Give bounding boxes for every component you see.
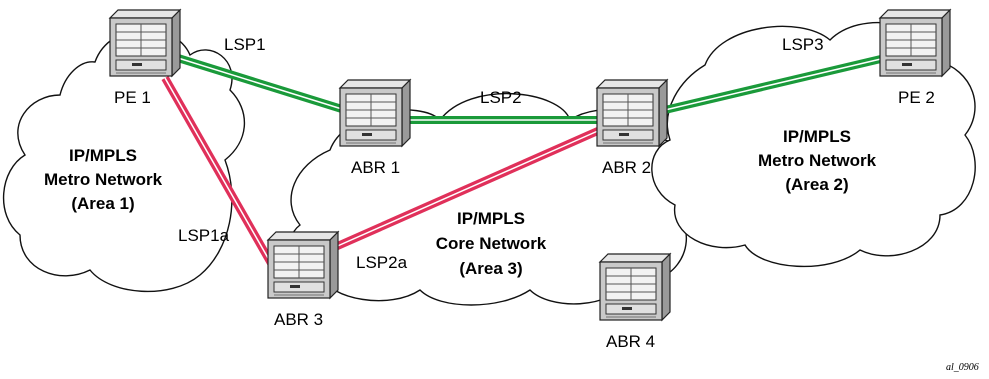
area1-line3: (Area 1): [71, 194, 134, 213]
area1-line2: Metro Network: [44, 170, 163, 189]
lsp1-link: [176, 54, 347, 114]
area1-line1: IP/MPLS: [69, 146, 137, 165]
router-pe1-icon: [109, 9, 181, 77]
area3-line3: (Area 3): [459, 259, 522, 278]
lsp2a-link: [331, 126, 602, 252]
router-abr3-label: ABR 3: [274, 310, 323, 329]
area3-line2: Core Network: [436, 234, 547, 253]
area2-line1: IP/MPLS: [783, 127, 851, 146]
router-pe2-icon: [879, 9, 951, 77]
router-abr1-label: ABR 1: [351, 158, 400, 177]
cloud-area1: [2, 28, 246, 293]
cloud-area2: [651, 21, 976, 268]
area3-line1: IP/MPLS: [457, 209, 525, 228]
network-area1-label: IP/MPLS Metro Network (Area 1): [44, 146, 163, 213]
router-abr4-label: ABR 4: [606, 332, 655, 351]
router-abr2-icon: [596, 79, 668, 147]
area2-line2: Metro Network: [758, 151, 877, 170]
router-abr1-icon: [339, 79, 411, 147]
router-abr2-label: ABR 2: [602, 158, 651, 177]
network-area3-label: IP/MPLS Core Network (Area 3): [436, 209, 547, 278]
router-pe1-label: PE 1: [114, 88, 151, 107]
area2-line3: (Area 2): [785, 175, 848, 194]
network-area2-label: IP/MPLS Metro Network (Area 2): [758, 127, 877, 194]
lsp1-label: LSP1: [224, 35, 266, 54]
router-abr4-icon: [599, 253, 671, 321]
router-pe2-label: PE 2: [898, 88, 935, 107]
lsp1a-link: [161, 76, 276, 267]
lsp2-label: LSP2: [480, 88, 522, 107]
lsp1a-label: LSP1a: [178, 226, 230, 245]
lsp2a-label: LSP2a: [356, 253, 408, 272]
router-abr3-icon: [267, 231, 339, 299]
figure-id: al_0906: [946, 362, 979, 373]
lsp3-link: [664, 54, 886, 114]
lsp3-label: LSP3: [782, 35, 824, 54]
